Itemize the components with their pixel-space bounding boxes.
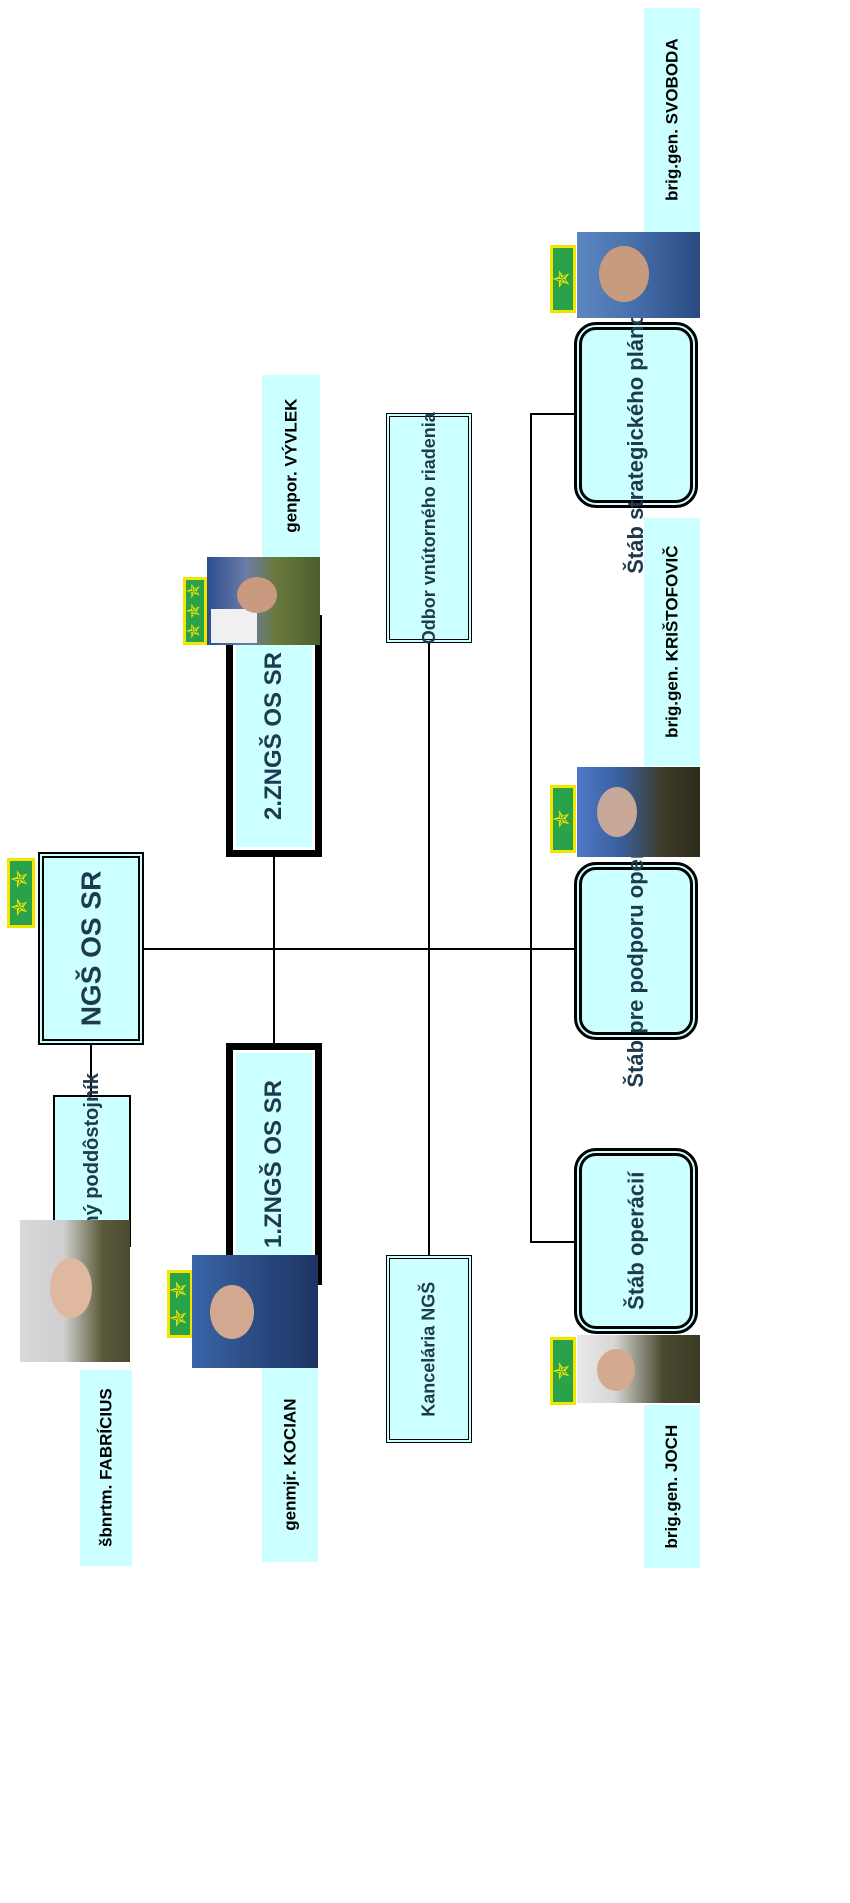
name-vyvlek: genpor. VÝVLEK	[262, 375, 320, 557]
face-shape	[50, 1258, 92, 1318]
photo-joch	[577, 1335, 700, 1403]
box-stab-operacii-label: Štáb operácií	[623, 1171, 649, 1311]
box-stab-strategickeho-planovania: Štáb strategického plánovania	[574, 256, 698, 574]
star-icon: ✯	[550, 809, 575, 829]
name-fabricius: šbnrtm. FABRÍCIUS	[80, 1370, 132, 1566]
box-odbor-vnutorneho-riadenia: Odbor vnútorného riadenia	[386, 411, 472, 645]
line-stab-vertical	[530, 413, 532, 1243]
rank-badge-svoboda: ✯	[550, 245, 576, 313]
name-svoboda-label: brig.gen. SVOBODA	[662, 38, 682, 202]
face-shape	[599, 246, 649, 302]
star-icon: ✯	[550, 1361, 575, 1381]
name-joch-label: brig.gen. JOCH	[662, 1424, 682, 1549]
box-1zngs-label: 1.ZNGŠ OS SR	[260, 1079, 288, 1249]
box-ngs-label: NGŠ OS SR	[75, 870, 107, 1027]
name-kristofovic: brig.gen. KRIŠTOFOVIČ	[644, 518, 700, 766]
star-icon: ✯	[167, 1308, 192, 1328]
rank-badge-kocian: ✯ ✯	[167, 1270, 193, 1338]
box-2zngs-label: 2.ZNGŠ OS SR	[260, 651, 288, 821]
photo-kocian	[192, 1255, 318, 1368]
face-shape	[237, 577, 277, 613]
flag-shape	[211, 609, 257, 643]
box-ngs: NGŠ OS SR	[38, 852, 144, 1045]
star-icon: ✯	[8, 898, 33, 917]
line-zngs-vertical	[273, 850, 275, 1050]
star-icon: ✯	[184, 603, 205, 619]
line-stab-operacii	[530, 1241, 575, 1243]
box-odbor-label: Odbor vnútorného riadenia	[418, 411, 439, 645]
rank-badge-vyvlek: ✯ ✯ ✯	[183, 577, 207, 645]
box-2zngs: 2.ZNGŠ OS SR	[230, 619, 318, 853]
name-kocian: genmjr. KOCIAN	[262, 1368, 318, 1562]
line-main-spine	[140, 948, 532, 950]
box-stab-operacii: Štáb operácií	[574, 1148, 698, 1334]
rank-badge-ngs: ✯ ✯	[7, 858, 35, 928]
box-1zngs: 1.ZNGŠ OS SR	[230, 1047, 318, 1281]
face-shape	[597, 1349, 635, 1391]
line-stab-podpora	[530, 948, 575, 950]
star-icon: ✯	[550, 269, 575, 289]
box-kancelaria-ngs: Kancelária NGŠ	[386, 1255, 472, 1443]
star-icon: ✯	[167, 1280, 192, 1300]
name-kristofovic-label: brig.gen. KRIŠTOFOVIČ	[662, 545, 682, 739]
face-shape	[597, 787, 637, 837]
box-kancelaria-label: Kancelária NGŠ	[418, 1281, 439, 1417]
photo-svoboda	[577, 232, 700, 318]
rank-badge-kristofovic: ✯	[550, 785, 576, 853]
line-stab-strategicke	[530, 413, 575, 415]
name-joch: brig.gen. JOCH	[644, 1405, 700, 1568]
name-fabricius-label: šbnrtm. FABRÍCIUS	[96, 1388, 116, 1548]
name-vyvlek-label: genpor. VÝVLEK	[281, 398, 301, 534]
photo-kristofovic	[577, 767, 700, 857]
line-ngs-hlavny	[90, 1045, 92, 1118]
rank-badge-joch: ✯	[550, 1337, 576, 1405]
name-kocian-label: genmjr. KOCIAN	[280, 1398, 300, 1532]
photo-vyvlek	[207, 557, 320, 645]
star-icon: ✯	[184, 583, 205, 599]
face-shape	[210, 1285, 254, 1339]
photo-fabricius	[20, 1220, 130, 1362]
box-stab-pre-podporu-operacii: Štáb pre podporu operácií	[574, 814, 698, 1088]
star-icon: ✯	[184, 623, 205, 639]
name-svoboda: brig.gen. SVOBODA	[644, 8, 700, 232]
line-kanc-odbor-vertical	[428, 643, 430, 1393]
star-icon: ✯	[8, 869, 33, 888]
